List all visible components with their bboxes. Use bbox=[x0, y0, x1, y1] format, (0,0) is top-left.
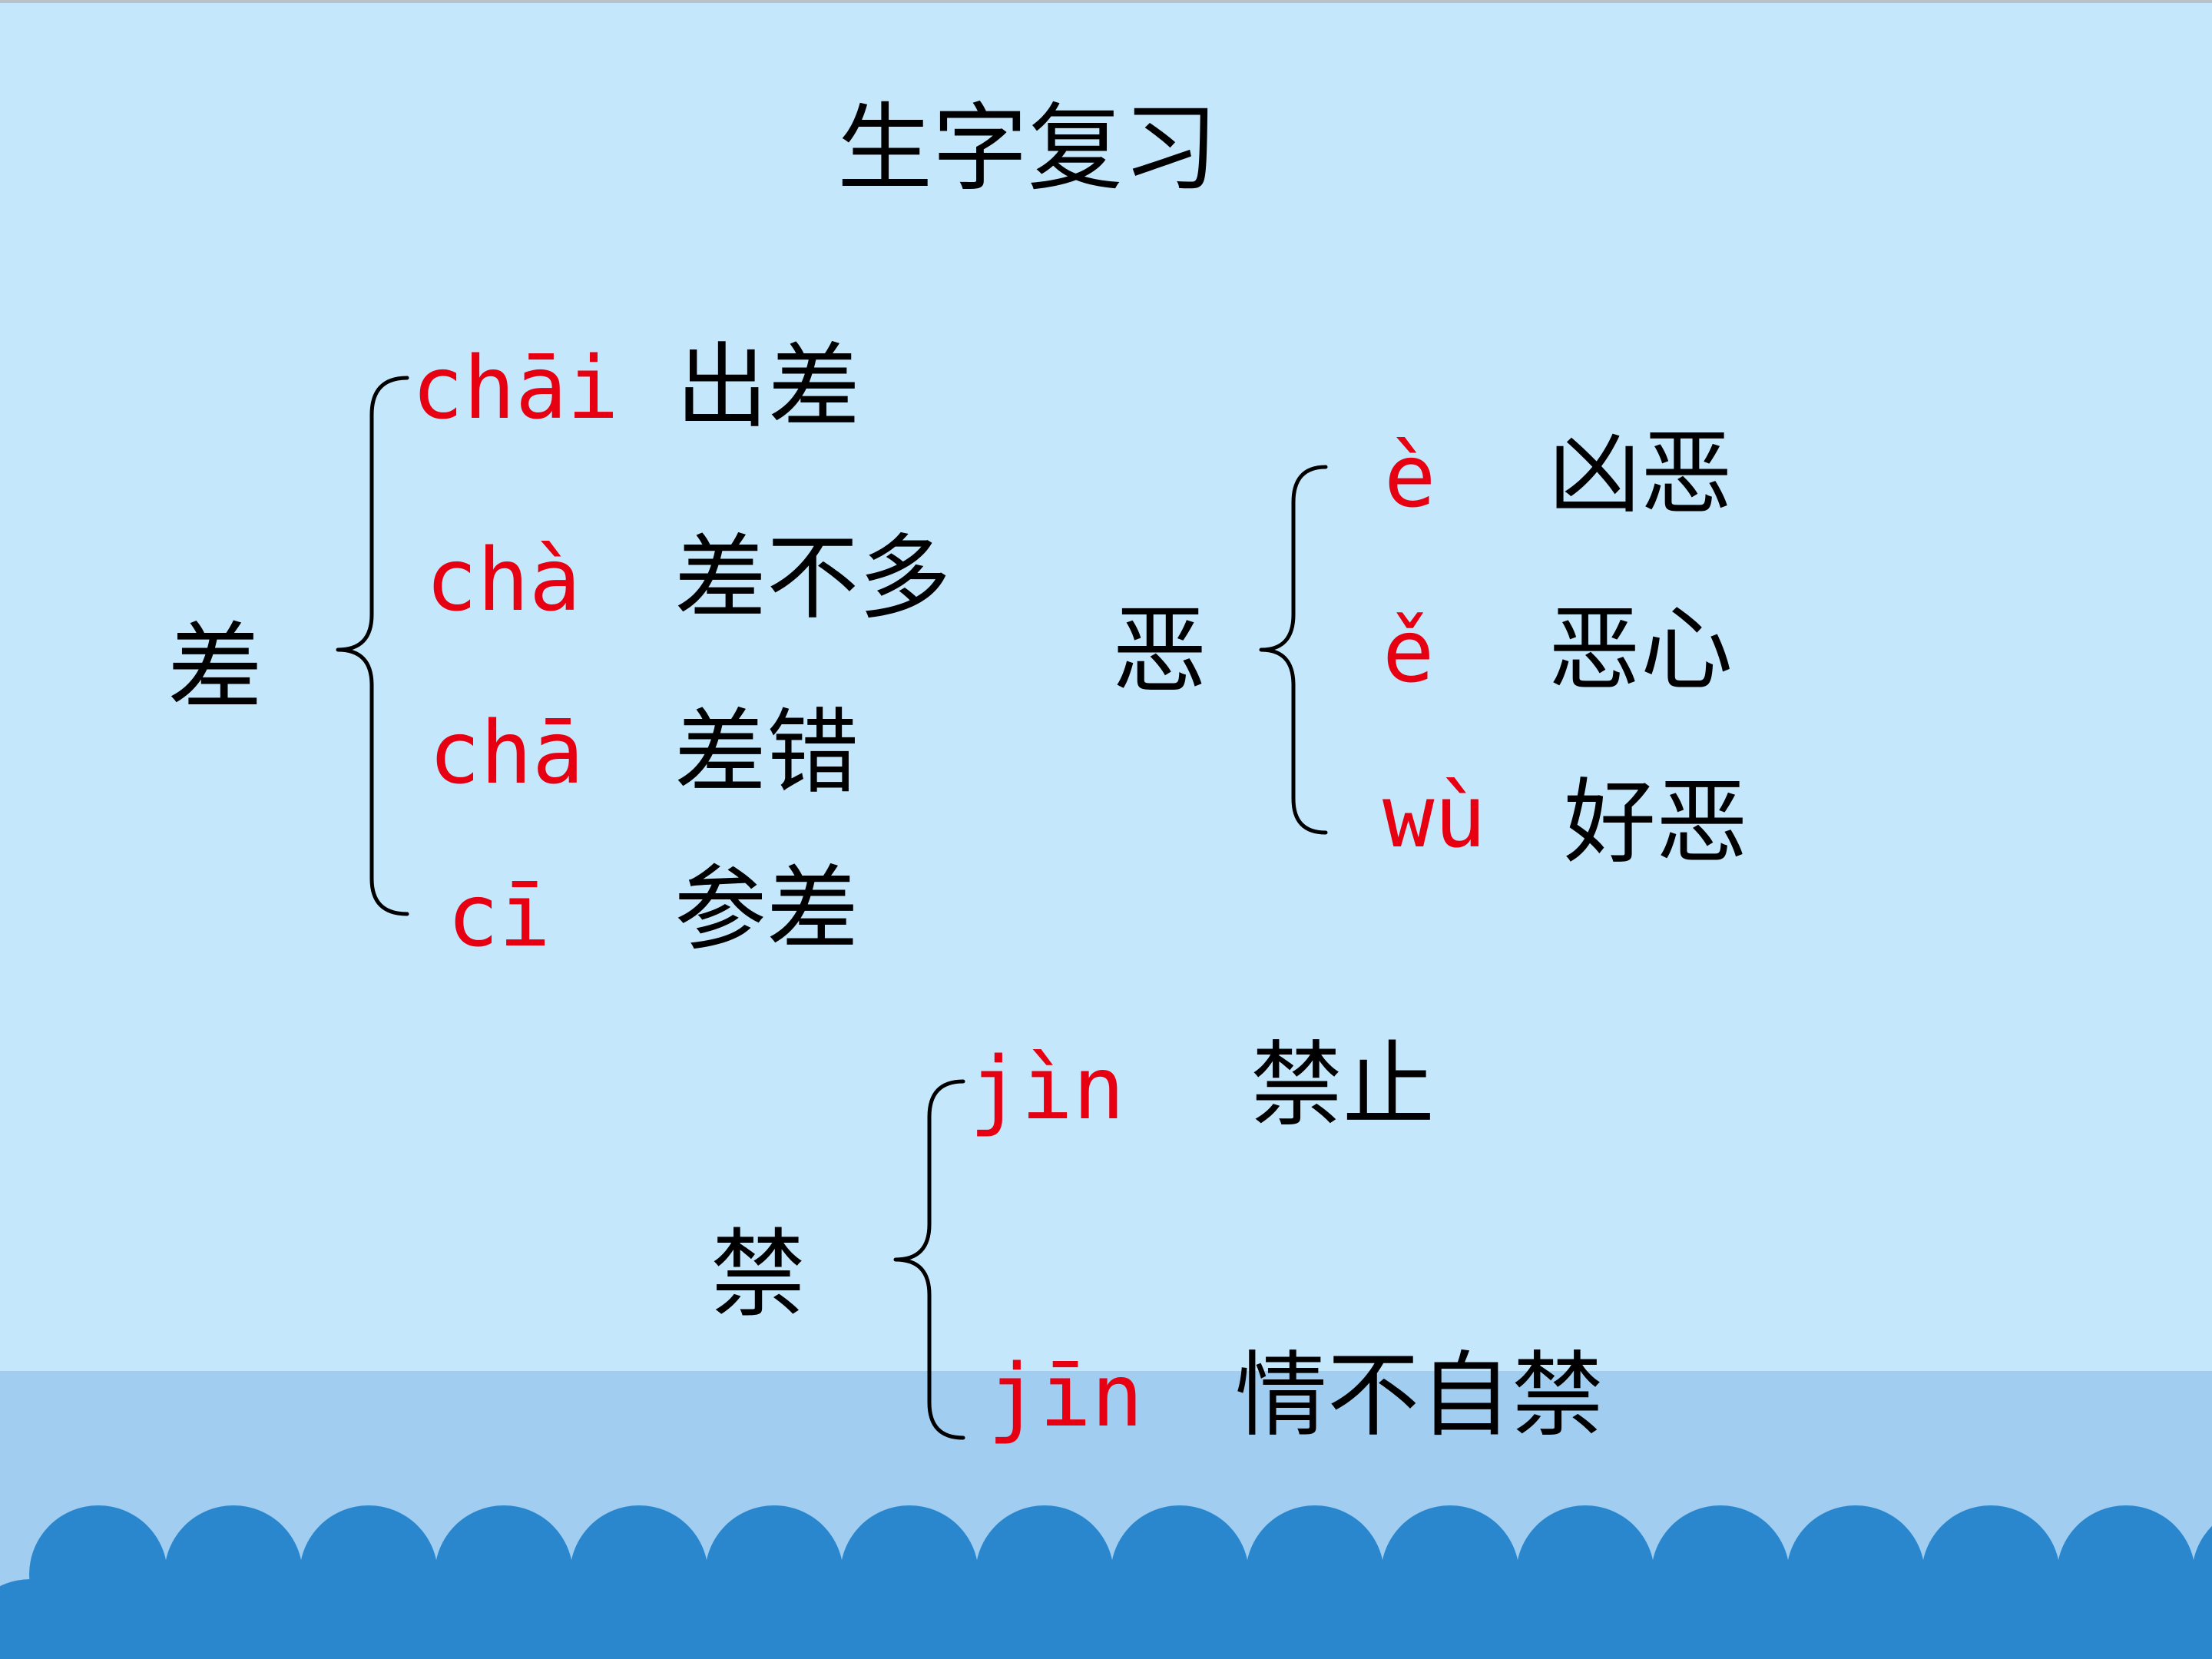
pinyin-cha4: chà bbox=[426, 531, 581, 631]
word-chabuduo: 差不多 bbox=[674, 525, 951, 632]
wave-bump bbox=[1447, 1579, 1588, 1659]
wave-bump bbox=[95, 1579, 237, 1659]
wave-bump bbox=[0, 1579, 101, 1659]
wave-bump bbox=[366, 1579, 507, 1659]
word-chacuo: 差错 bbox=[674, 700, 859, 806]
char-jin: 禁 bbox=[710, 1220, 806, 1330]
wave-bump bbox=[2123, 1579, 2212, 1659]
wave-bump bbox=[501, 1579, 642, 1659]
pinyin-cha1: chā bbox=[429, 704, 584, 803]
wave-bump bbox=[230, 1579, 372, 1659]
word-exin: 恶心 bbox=[1548, 597, 1733, 704]
wave-bump bbox=[1853, 1579, 1994, 1659]
wave-bump bbox=[1177, 1579, 1318, 1659]
char-e: 恶 bbox=[1112, 596, 1208, 707]
char-cha: 差 bbox=[167, 613, 263, 724]
word-chuchai: 出差 bbox=[676, 334, 860, 441]
wave-row-front bbox=[0, 1579, 2212, 1659]
wave-bump bbox=[1582, 1579, 1724, 1659]
word-xiong-e: 凶恶 bbox=[1548, 421, 1733, 528]
wave-bump bbox=[636, 1579, 777, 1659]
brace-jin bbox=[893, 1079, 965, 1440]
wave-bump bbox=[1041, 1579, 1183, 1659]
word-cenci: 参差 bbox=[674, 856, 859, 963]
wave-bump bbox=[1312, 1579, 1453, 1659]
pinyin-e4: è bbox=[1384, 427, 1436, 527]
wave-bump bbox=[771, 1579, 912, 1659]
wave-bump bbox=[1717, 1579, 1859, 1659]
brace-e bbox=[1259, 465, 1328, 835]
pinyin-chai: chāi bbox=[412, 339, 619, 439]
word-jinzhi: 禁止 bbox=[1250, 1032, 1435, 1139]
brace-cha bbox=[336, 376, 409, 916]
word-haowu: 好恶 bbox=[1564, 770, 1748, 876]
page-title: 生字复习 bbox=[837, 94, 1219, 204]
pinyin-jin1: jīn bbox=[988, 1346, 1144, 1446]
wave-bump bbox=[1988, 1579, 2129, 1659]
pinyin-ci: cī bbox=[447, 866, 551, 966]
wave-bump bbox=[906, 1579, 1048, 1659]
wave-base bbox=[0, 1651, 2212, 1659]
pinyin-jin4: jìn bbox=[969, 1039, 1125, 1139]
pinyin-wu: wù bbox=[1382, 767, 1486, 867]
pinyin-e3: ě bbox=[1382, 602, 1435, 702]
word-qingbuzijin: 情不自禁 bbox=[1235, 1343, 1604, 1449]
